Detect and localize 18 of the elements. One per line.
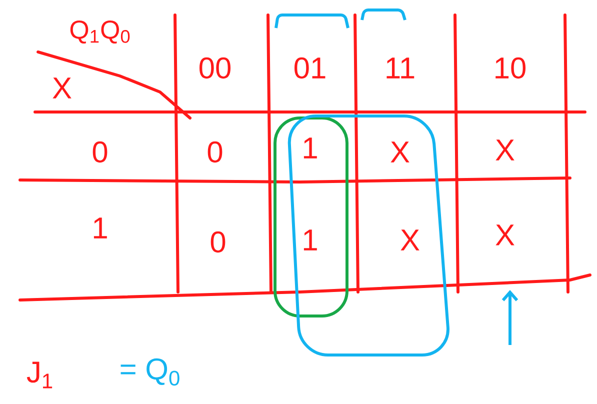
cell-text: 10	[496, 57, 526, 79]
cell-text: 00	[200, 57, 230, 79]
cell-text: X	[390, 142, 410, 162]
cell-text: X	[52, 78, 72, 98]
cell-text: X	[496, 224, 514, 246]
cell-text: = Q$_{0}$	[120, 358, 180, 386]
cell-text: X	[496, 140, 514, 160]
cell-text: 1	[304, 230, 317, 250]
cell-text: 1	[304, 138, 317, 158]
cell-text: 1	[94, 218, 107, 238]
cell-text: Q$_{1}$Q$_{0}$	[70, 20, 130, 44]
cell-text: J$_{1}$	[26, 362, 52, 388]
cell-text: 0	[208, 141, 222, 163]
cell-text: 11	[386, 58, 414, 78]
cell-text: X	[400, 230, 420, 250]
cell-text: 01	[294, 57, 326, 79]
cell-text: 0	[92, 141, 108, 163]
cell-text: 0	[210, 231, 226, 253]
